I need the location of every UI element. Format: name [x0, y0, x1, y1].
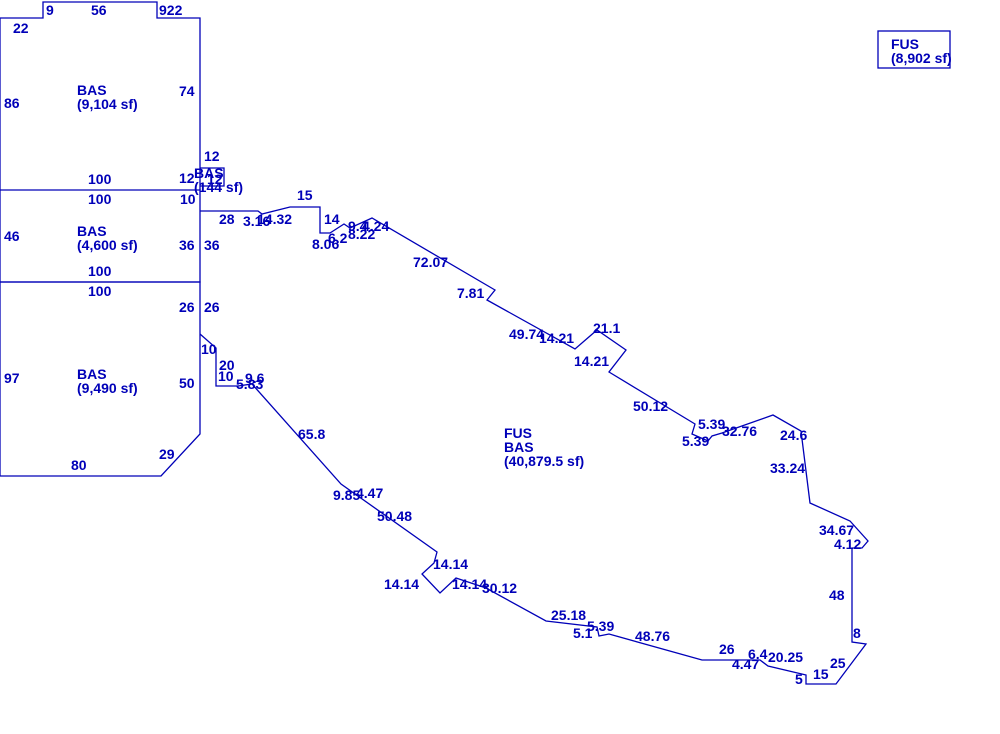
- outline-bas-small: [200, 167, 225, 187]
- dim-label: 100: [88, 263, 112, 279]
- dim-label: 50.48: [377, 508, 412, 524]
- dim-label: 9.4: [348, 218, 368, 234]
- dim-label: 9.6: [245, 370, 265, 386]
- dim-label: 8.22: [348, 226, 375, 242]
- dim-label: 5.1: [573, 625, 593, 641]
- area-fus-main-type1: FUS: [504, 425, 532, 441]
- dim-label: 25.18: [551, 607, 586, 623]
- dim-label: 50.12: [633, 398, 668, 414]
- dim-label: 5.39: [682, 433, 709, 449]
- dim-label: 20: [219, 357, 235, 373]
- dim-label: 15: [813, 666, 829, 682]
- dim-label: 80: [71, 457, 87, 473]
- outline-bas-lower: [0, 281, 201, 477]
- dim-label: 7.81: [457, 285, 484, 301]
- dim-label: 12: [207, 171, 223, 187]
- outline-fus-main: [199, 206, 869, 685]
- area-fus-corner-type: FUS: [891, 36, 919, 52]
- dim-label: 5.39: [698, 416, 725, 432]
- dim-label: 9.85: [333, 487, 360, 503]
- dim-label: 5: [795, 671, 803, 687]
- dim-label: 100: [88, 171, 112, 187]
- dim-label: 14.14: [452, 576, 487, 592]
- dim-label: 9: [46, 2, 54, 18]
- dim-label: 4.47: [356, 485, 383, 501]
- dim-label: 46: [4, 228, 20, 244]
- area-bas-lower-type: BAS: [77, 366, 107, 382]
- dim-label: 26: [204, 299, 220, 315]
- dim-label: 5.83: [236, 376, 263, 392]
- area-bas-mid-size: (4,600 sf): [77, 237, 138, 253]
- dim-label: 21.1: [593, 320, 620, 336]
- dim-label: 12: [179, 170, 195, 186]
- area-bas-mid-type: BAS: [77, 223, 107, 239]
- dim-label: 97: [4, 370, 20, 386]
- dim-label: 6.2: [328, 230, 348, 246]
- dim-label: 86: [4, 95, 20, 111]
- dim-label: 56: [91, 2, 107, 18]
- dim-label: 922: [159, 2, 183, 18]
- dim-label: 36: [179, 237, 195, 253]
- dim-label: 4.12: [834, 536, 861, 552]
- dim-label: 8.06: [312, 236, 339, 252]
- dim-label: 14.32: [257, 211, 292, 227]
- area-bas-small-size: (144 sf): [194, 179, 243, 195]
- dim-label: 15: [297, 187, 313, 203]
- dim-label: 48.76: [635, 628, 670, 644]
- dim-label: 28: [219, 211, 235, 227]
- area-bas-top-type: BAS: [77, 82, 107, 98]
- area-labels: BAS (9,104 sf) BAS (144 sf) BAS (4,600 s…: [77, 36, 952, 469]
- dimension-labels: 9 56 922 22 86 74 12 100 12 12 10 100 46…: [4, 2, 861, 687]
- dim-label: 48: [829, 587, 845, 603]
- dim-label: 4.24: [362, 218, 389, 234]
- dim-label: 25: [830, 655, 846, 671]
- dim-label: 33.24: [770, 460, 805, 476]
- dim-label: 14: [324, 211, 340, 227]
- dim-label: 100: [88, 283, 112, 299]
- dim-label: 74: [179, 83, 195, 99]
- dim-label: 32.76: [722, 423, 757, 439]
- area-fus-main-type2: BAS: [504, 439, 534, 455]
- dim-label: 26: [719, 641, 735, 657]
- area-bas-small-type: BAS: [194, 165, 224, 181]
- dim-label: 10: [218, 368, 234, 384]
- dim-label: 22: [13, 20, 29, 36]
- dim-label: 65.8: [298, 426, 325, 442]
- outline-fus-corner: [877, 30, 951, 69]
- dim-label: 20.25: [768, 649, 803, 665]
- area-fus-corner-size: (8,902 sf): [891, 50, 952, 66]
- area-bas-lower-size: (9,490 sf): [77, 380, 138, 396]
- dim-label: 24.6: [780, 427, 807, 443]
- area-fus-main-size: (40,879.5 sf): [504, 453, 584, 469]
- dim-label: 6.4: [748, 646, 768, 662]
- dim-label: 36: [204, 237, 220, 253]
- dim-label: 14.14: [384, 576, 419, 592]
- dim-label: 8: [853, 625, 861, 641]
- dim-label: 10: [180, 191, 196, 207]
- dim-label: 50: [179, 375, 195, 391]
- dim-label: 30.12: [482, 580, 517, 596]
- dim-label: 26: [179, 299, 195, 315]
- dim-label: 14.14: [433, 556, 468, 572]
- dim-label: 29: [159, 446, 175, 462]
- dim-label: 10: [201, 341, 217, 357]
- dim-label: 14.21: [539, 330, 574, 346]
- outlines: [0, 1, 951, 685]
- dim-label: 100: [88, 191, 112, 207]
- dim-label: 14.21: [574, 353, 609, 369]
- dim-label: 5.39: [587, 618, 614, 634]
- dim-label: 49.74: [509, 326, 544, 342]
- dim-label: 34.67: [819, 522, 854, 538]
- dim-label: 12: [204, 148, 220, 164]
- area-bas-top-size: (9,104 sf): [77, 96, 138, 112]
- outline-bas-top: [0, 1, 201, 190]
- dim-label: 3.16: [243, 213, 270, 229]
- dim-label: 4.47: [732, 656, 759, 672]
- dim-label: 72.07: [413, 254, 448, 270]
